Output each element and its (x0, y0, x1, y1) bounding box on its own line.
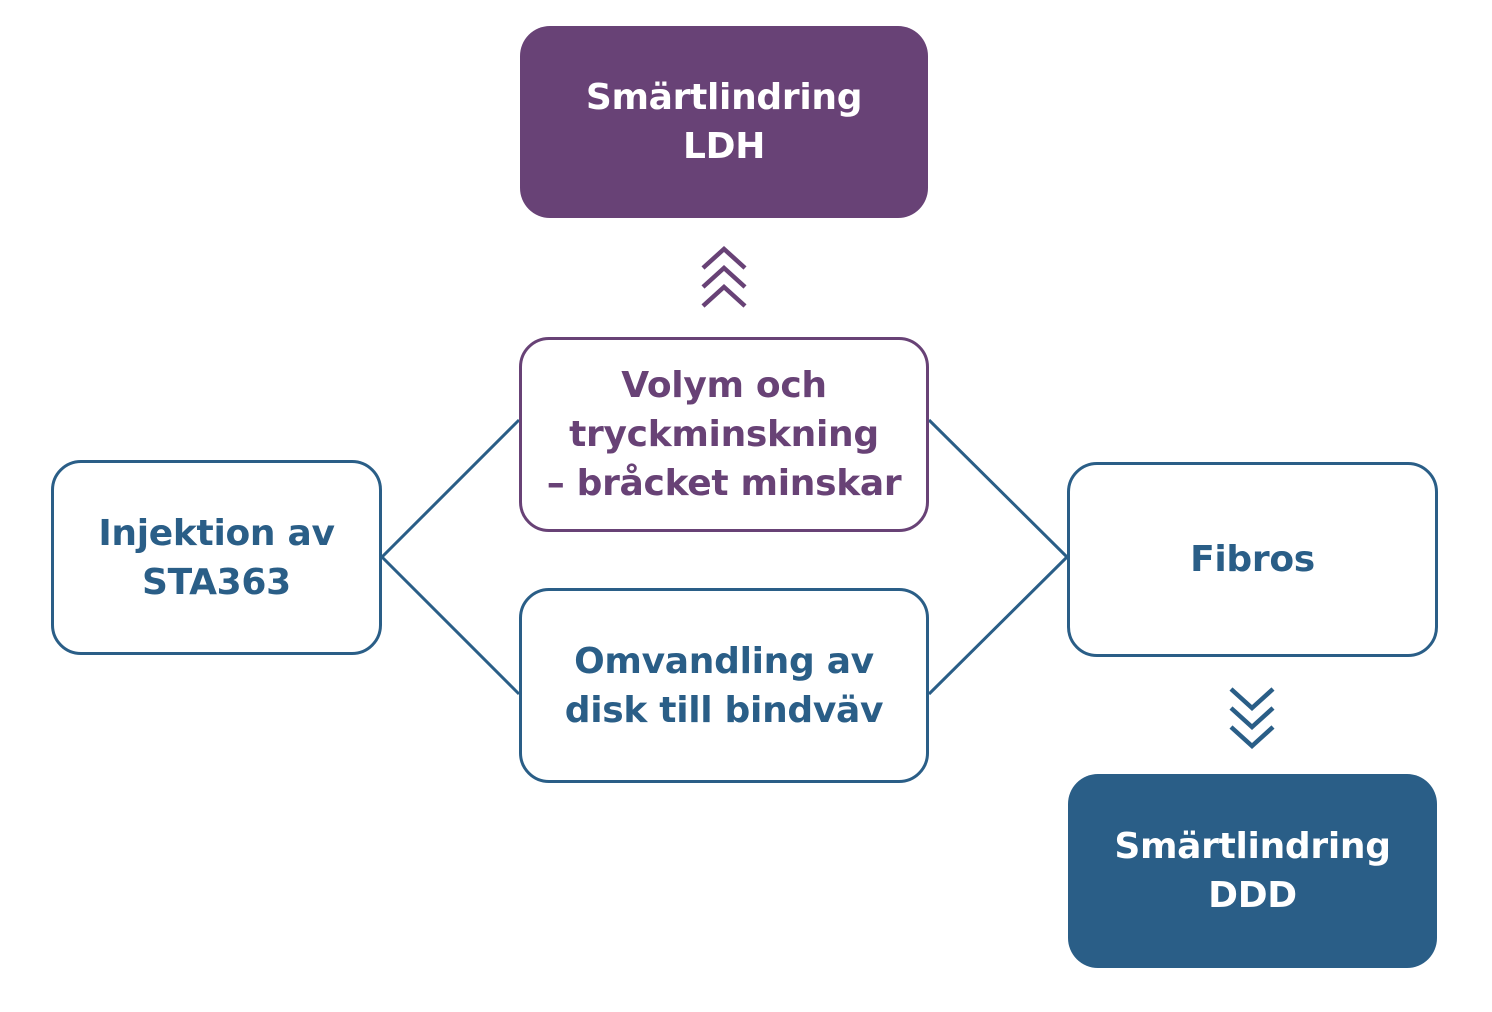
node-line: Volym och (621, 365, 827, 406)
node-label: Injektion av STA363 (98, 509, 335, 607)
node-line: Omvandling av (574, 640, 874, 682)
node-omvandling-till-bindvav: Omvandling av disk till bindväv (519, 588, 929, 783)
node-line: disk till bindväv (564, 689, 884, 731)
node-smartlindring-ddd: Smärtlindring DDD (1068, 774, 1437, 968)
node-fibros: Fibros (1067, 462, 1438, 657)
node-injektion-sta363: Injektion av STA363 (51, 460, 382, 655)
connector-injektion-omvandling (380, 555, 521, 696)
node-label: Volym och tryckminskning – bråcket minsk… (547, 361, 902, 508)
node-line: Smärtlindring (1114, 826, 1391, 867)
node-line: LDH (682, 126, 766, 167)
triple-chevron-up-icon (701, 245, 747, 308)
node-line: Smärtlindring (585, 77, 863, 118)
node-label: Fibros (1190, 535, 1315, 584)
node-line: DDD (1208, 875, 1297, 916)
node-line: – bråcket minskar (546, 463, 902, 504)
connector-volym-fibros (927, 418, 1069, 559)
triple-chevron-down-icon (1229, 687, 1275, 750)
node-label: Omvandling av disk till bindväv (564, 637, 884, 735)
node-smartlindring-ldh: Smärtlindring LDH (520, 26, 928, 218)
node-line: Injektion av (98, 512, 335, 554)
connector-injektion-volym (380, 418, 521, 559)
node-label: Smärtlindring LDH (585, 73, 863, 171)
node-line: Fibros (1190, 539, 1315, 580)
node-volym-och-tryckminskning: Volym och tryckminskning – bråcket minsk… (519, 337, 929, 532)
node-label: Smärtlindring DDD (1114, 822, 1391, 920)
connector-omvandling-fibros (927, 555, 1069, 696)
node-line: tryckminskning (569, 414, 879, 455)
node-line: STA363 (142, 561, 291, 603)
